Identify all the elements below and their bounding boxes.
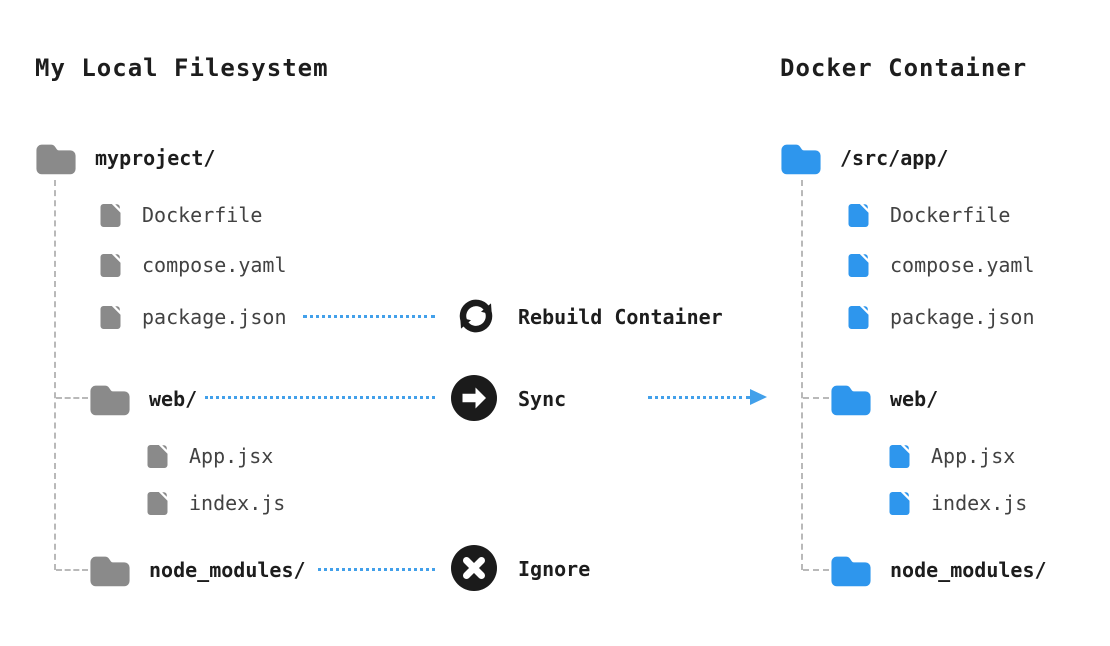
local-filesystem-title: My Local Filesystem <box>35 54 329 82</box>
file-name: package.json <box>142 305 287 329</box>
tree-row-container-app-jsx: App.jsx <box>888 438 1015 474</box>
file-name: index.js <box>931 491 1028 515</box>
folder-name: /src/app/ <box>840 146 949 170</box>
tree-row-container-web: web/ <box>830 381 938 417</box>
folder-icon <box>780 141 822 176</box>
file-icon <box>99 252 122 279</box>
tree-row-container-dockerfile: Dockerfile <box>847 197 1010 233</box>
file-name: App.jsx <box>189 444 274 468</box>
folder-icon <box>35 141 77 176</box>
dotted-connector-web <box>205 396 435 399</box>
right-tree-elbow-web <box>803 397 829 399</box>
right-tree-vertical-line <box>801 180 803 570</box>
sync-label: Sync <box>518 387 567 411</box>
folder-name: web/ <box>890 387 939 411</box>
file-name: Dockerfile <box>142 203 263 227</box>
file-icon <box>847 202 870 229</box>
tree-row-local-app-jsx: App.jsx <box>146 438 273 474</box>
tree-row-local-compose: compose.yaml <box>99 247 287 283</box>
tree-row-local-root: myproject/ <box>35 140 215 176</box>
file-name: compose.yaml <box>890 253 1035 277</box>
file-icon <box>888 490 911 517</box>
dotted-connector-node-modules <box>318 568 435 571</box>
tree-row-container-index-js: index.js <box>888 485 1027 521</box>
file-name: Dockerfile <box>890 203 1011 227</box>
file-icon <box>888 443 911 470</box>
folder-name: myproject/ <box>95 146 216 170</box>
file-name: compose.yaml <box>142 253 287 277</box>
file-icon <box>847 304 870 331</box>
docker-container-title: Docker Container <box>780 54 1028 82</box>
file-icon <box>146 490 169 517</box>
arrowhead-icon <box>750 389 767 405</box>
dotted-connector-package-json <box>303 315 435 318</box>
folder-icon <box>830 382 872 417</box>
file-icon <box>99 304 122 331</box>
ignore-label: Ignore <box>518 557 591 581</box>
folder-icon <box>830 553 872 588</box>
left-tree-elbow-web <box>56 397 88 399</box>
folder-name: web/ <box>149 387 198 411</box>
arrow-right-circle-icon <box>450 374 498 422</box>
file-icon <box>99 202 122 229</box>
left-tree-elbow-node-modules <box>56 569 88 571</box>
tree-row-local-node-modules: node_modules/ <box>89 552 306 588</box>
tree-row-container-node-modules: node_modules/ <box>830 552 1047 588</box>
tree-row-local-web: web/ <box>89 381 197 417</box>
file-name: App.jsx <box>931 444 1016 468</box>
folder-icon <box>89 553 131 588</box>
tree-row-local-index-js: index.js <box>146 485 285 521</box>
tree-row-container-compose: compose.yaml <box>847 247 1035 283</box>
tree-row-local-dockerfile: Dockerfile <box>99 197 262 233</box>
tree-row-container-root: /src/app/ <box>780 140 948 176</box>
tree-row-local-package-json: package.json <box>99 299 287 335</box>
right-tree-elbow-node-modules <box>803 569 829 571</box>
left-tree-vertical-line <box>54 180 56 570</box>
refresh-cycle-icon <box>452 292 500 340</box>
folder-icon <box>89 382 131 417</box>
file-icon <box>146 443 169 470</box>
file-name: index.js <box>189 491 286 515</box>
folder-name: node_modules/ <box>890 558 1047 582</box>
tree-row-container-package-json: package.json <box>847 299 1035 335</box>
rebuild-container-label: Rebuild Container <box>518 305 723 329</box>
x-circle-icon <box>450 544 498 592</box>
dotted-connector-sync-arrow <box>648 396 750 399</box>
folder-name: node_modules/ <box>149 558 306 582</box>
file-name: package.json <box>890 305 1035 329</box>
file-icon <box>847 252 870 279</box>
